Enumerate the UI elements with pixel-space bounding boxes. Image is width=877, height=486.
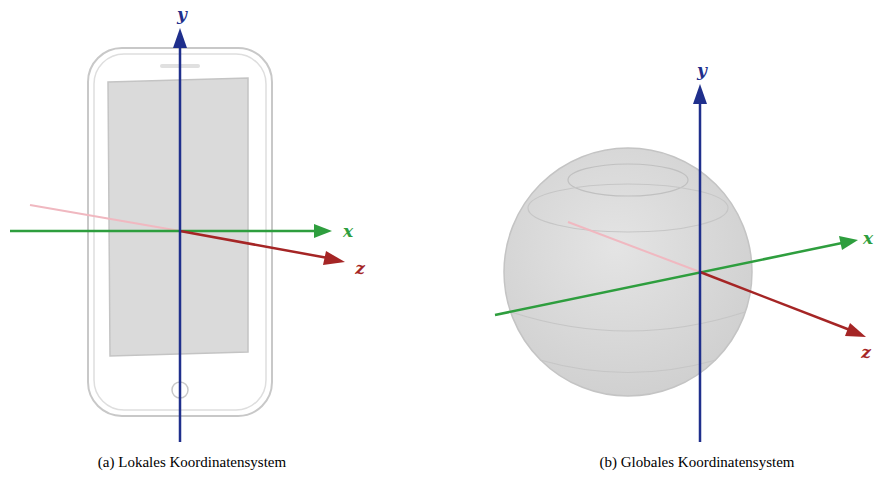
axis-label: y	[697, 62, 707, 79]
x-arrowhead	[839, 236, 858, 250]
global-axes	[495, 84, 866, 442]
axis-label: z	[355, 260, 365, 277]
axis-label: x	[863, 230, 873, 247]
y-axis	[699, 100, 702, 442]
z-axis	[700, 272, 850, 330]
x-axis	[10, 230, 318, 233]
z-arrowhead	[323, 251, 345, 265]
axis-label: y	[177, 6, 187, 23]
x-axis	[495, 243, 842, 315]
z-axis-back	[30, 205, 180, 231]
z-axis	[180, 231, 328, 258]
globe	[504, 148, 752, 396]
axis-label: x	[343, 223, 353, 240]
z-arrowhead	[845, 323, 866, 337]
y-axis	[179, 44, 182, 442]
local-axes	[10, 28, 345, 442]
y-arrowhead	[693, 84, 707, 104]
z-axis-back	[568, 222, 700, 272]
x-arrowhead	[314, 224, 332, 238]
figure-caption: (a) Lokales Koordinatensystem	[98, 455, 286, 470]
axis-label: z	[861, 344, 871, 361]
y-arrowhead	[173, 28, 187, 48]
figure-caption: (b) Globales Koordinatensystem	[600, 455, 795, 470]
